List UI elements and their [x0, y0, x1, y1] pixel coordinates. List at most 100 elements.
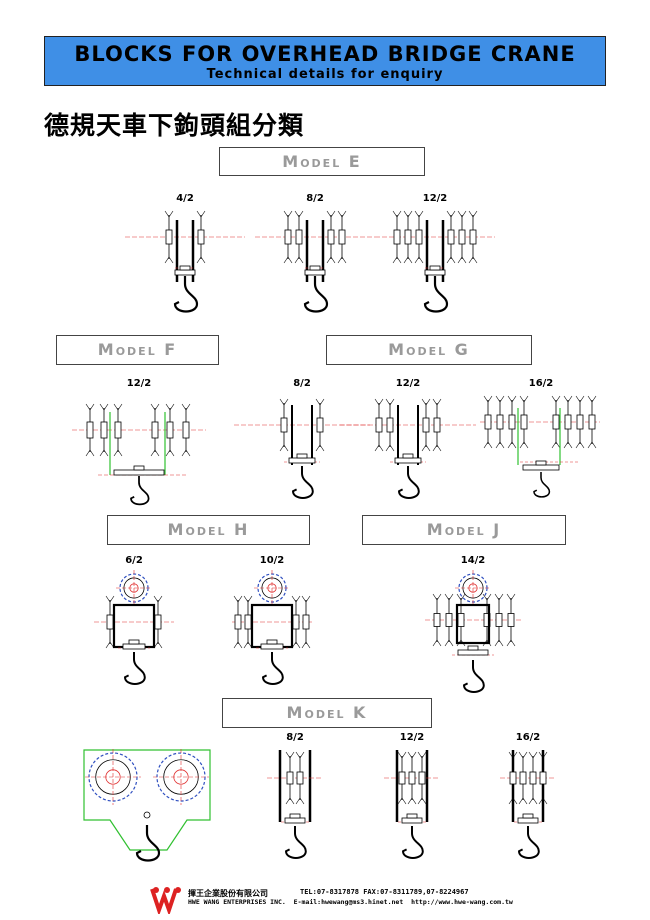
sheave	[469, 229, 477, 245]
hook	[402, 826, 424, 859]
drawing-line	[587, 395, 593, 403]
drawing-line	[494, 593, 500, 601]
sheave	[408, 771, 416, 785]
drawing-line	[414, 210, 420, 218]
drawing-line	[237, 641, 243, 649]
drawing-line	[542, 751, 548, 759]
drawing-line	[498, 639, 504, 647]
contact-email: E-mail:hwewang@ms3.hinet.net	[293, 898, 404, 906]
drawing-line	[407, 751, 413, 759]
drawing-line	[283, 210, 289, 218]
drawing-line	[326, 210, 332, 218]
drawing-line	[385, 398, 391, 406]
crossbar	[517, 817, 539, 824]
drawing-line	[287, 210, 293, 218]
drawing-line	[294, 210, 300, 218]
drawing-line	[299, 751, 305, 759]
nut	[535, 460, 547, 466]
nut	[406, 813, 418, 819]
drawing-line	[510, 593, 516, 601]
drawing-line	[432, 444, 438, 452]
drawing-line	[200, 256, 206, 264]
drawing-line	[99, 449, 105, 457]
crossbar	[113, 469, 165, 476]
drawing-line	[285, 751, 291, 759]
crossbar	[122, 643, 146, 650]
item-label: 12/2	[422, 193, 448, 204]
sheave	[520, 414, 528, 430]
drawing-line	[575, 395, 581, 403]
drawing-line	[518, 751, 524, 759]
drawing-line	[200, 210, 206, 218]
drawing-line	[461, 256, 467, 264]
drawing-line	[528, 751, 534, 759]
sheave	[404, 229, 412, 245]
drawing-line	[436, 639, 442, 647]
drawing-line	[157, 641, 163, 649]
drawing-line	[157, 595, 163, 603]
sheave	[280, 417, 288, 433]
title-banner: BLOCKS FOR OVERHEAD BRIDGE CRANE Technic…	[44, 36, 606, 86]
drawing-line	[468, 210, 474, 218]
drawing-line	[411, 797, 417, 805]
drawing-line	[450, 210, 456, 218]
drawing-line	[567, 395, 573, 403]
sheave	[386, 417, 394, 433]
drawing-line	[444, 639, 450, 647]
sheave	[295, 229, 303, 245]
drawing-line	[472, 256, 478, 264]
drawing-line	[555, 395, 561, 403]
nut	[289, 813, 301, 819]
drawing-line	[103, 449, 109, 457]
drawing-line	[506, 639, 512, 647]
drawing-line	[279, 398, 285, 406]
sheave	[422, 417, 430, 433]
drawing-line	[283, 398, 289, 406]
sheave	[539, 771, 547, 785]
company-name-zh: 揮王企業股份有限公司	[188, 889, 268, 898]
drawing-line	[432, 398, 438, 406]
drawing-line	[425, 444, 431, 452]
drawing-line	[287, 256, 293, 264]
drawing-line	[456, 593, 462, 601]
sheave	[495, 613, 503, 627]
crossbar	[288, 457, 316, 464]
contact-web: http://www.hwe-wang.com.tw	[411, 898, 513, 906]
hook	[124, 652, 146, 685]
drawing-line	[436, 444, 442, 452]
drawing-line	[301, 595, 307, 603]
crossbar	[457, 649, 489, 656]
sheave	[588, 414, 596, 430]
drawing-line	[446, 210, 452, 218]
sheave	[484, 414, 492, 430]
drawing-line	[89, 403, 95, 411]
drawing-line	[511, 395, 517, 403]
drawing-line	[330, 256, 336, 264]
nut	[402, 453, 414, 459]
drawing-line	[506, 593, 512, 601]
drawing-line	[519, 441, 525, 449]
nut	[128, 639, 140, 645]
drawing-line	[397, 751, 403, 759]
drawing-line	[579, 441, 585, 449]
drawing-line	[518, 797, 524, 805]
drawing-line	[233, 595, 239, 603]
drawing-line	[448, 639, 454, 647]
sheave	[244, 614, 252, 630]
drawing-line	[528, 797, 534, 805]
side-plate	[455, 603, 491, 645]
drawing-line	[519, 395, 525, 403]
drawing-line	[403, 256, 409, 264]
section-heading: 德規天車下鉤頭組分類	[44, 111, 305, 140]
drawing-line	[374, 398, 380, 406]
drawing-line	[169, 403, 175, 411]
drawing-line	[295, 751, 301, 759]
drawing-line	[523, 395, 529, 403]
sheave	[393, 229, 401, 245]
drawing-line	[555, 441, 561, 449]
nut	[309, 265, 321, 271]
item-label: 10/2	[259, 555, 285, 566]
drawing-line	[341, 256, 347, 264]
item-label: 8/2	[306, 193, 324, 204]
drawing-line	[448, 593, 454, 601]
